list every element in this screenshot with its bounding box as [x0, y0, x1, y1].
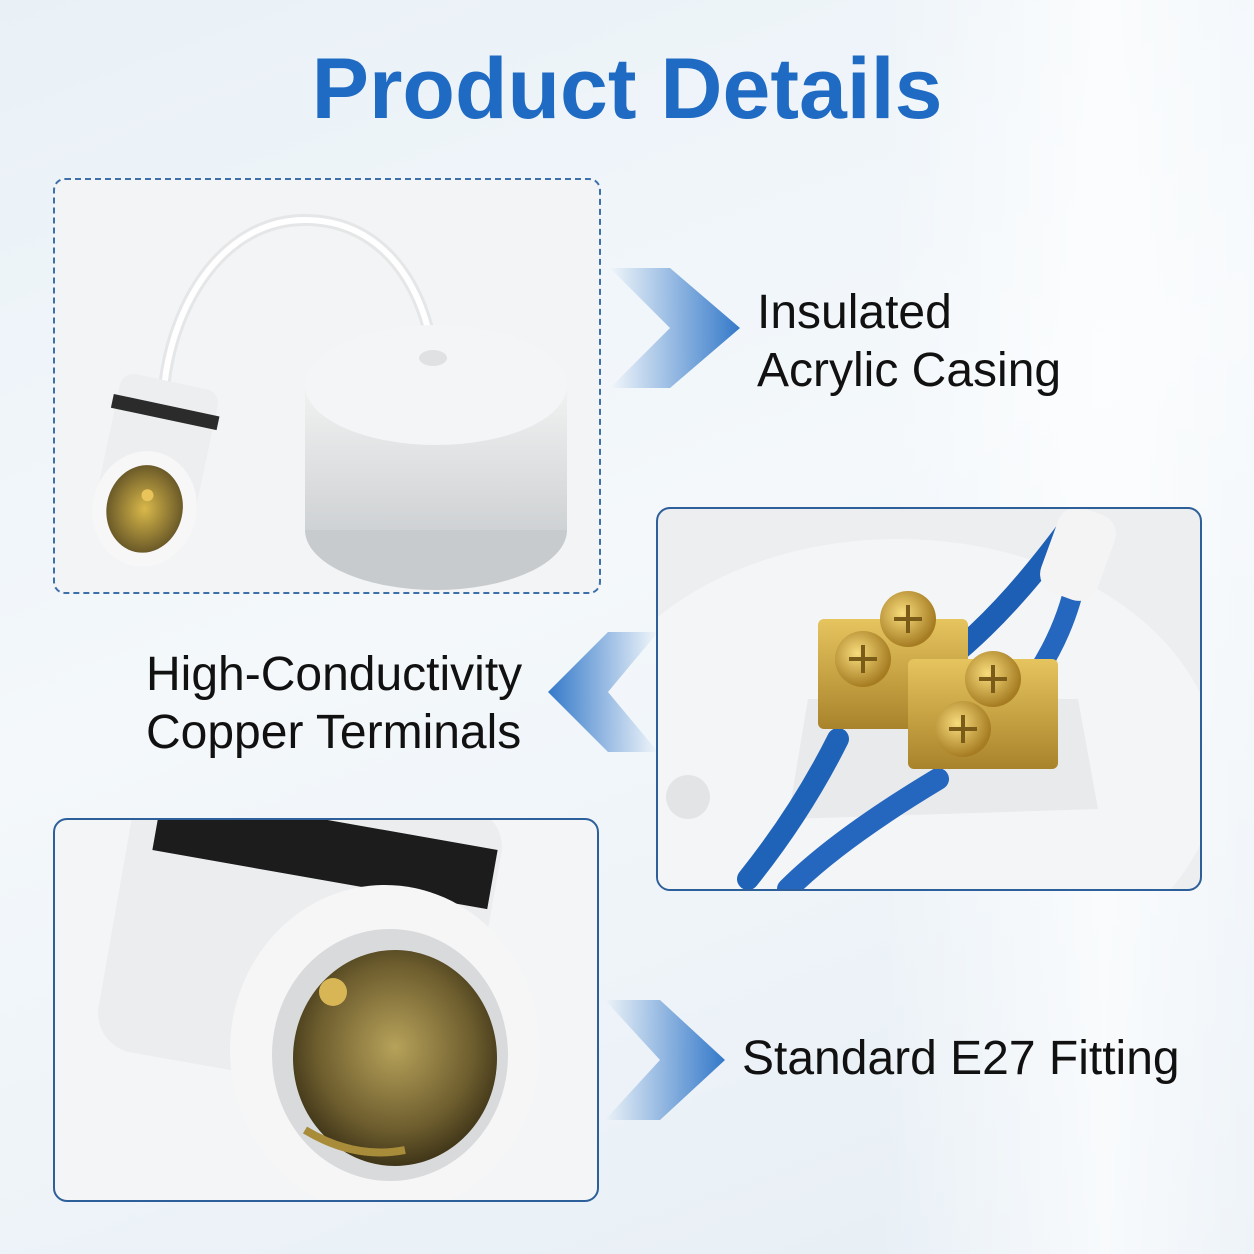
- feature-copper-terminals: High-Conductivity Copper Terminals: [146, 646, 522, 762]
- arrow-right-icon: [610, 268, 750, 388]
- feature-label-line: Standard E27 Fitting: [742, 1032, 1180, 1085]
- pendant-photo: [53, 178, 601, 594]
- feature-label-line: Copper Terminals: [146, 706, 522, 759]
- feature-label-line: Acrylic Casing: [757, 344, 1062, 397]
- feature-label-line: Insulated: [757, 286, 952, 339]
- feature-label-line: High-Conductivity: [146, 648, 523, 701]
- terminal-block-photo: [656, 507, 1202, 891]
- fitting-closeup-photo: [53, 818, 599, 1202]
- page-title: Product Details: [311, 41, 943, 137]
- arrow-right-icon: [605, 1000, 735, 1120]
- arrow-left-icon: [548, 632, 658, 752]
- feature-insulated-casing: Insulated Acrylic Casing: [757, 284, 1061, 400]
- feature-e27-fitting: Standard E27 Fitting: [742, 1030, 1180, 1088]
